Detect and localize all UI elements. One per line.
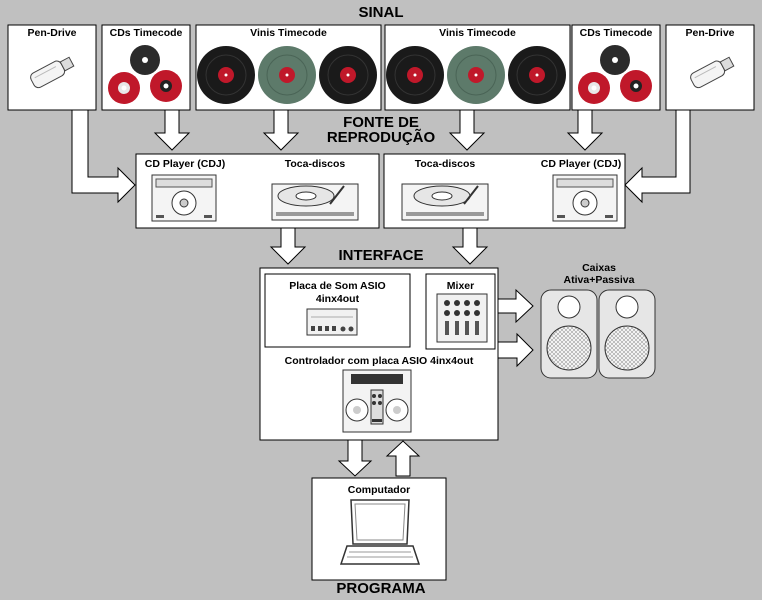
stage-title-interface: INTERFACE bbox=[338, 247, 424, 264]
arrow-pendrive-right-to-cdj bbox=[624, 109, 691, 204]
label-computer: Computador bbox=[347, 484, 411, 496]
program-section bbox=[311, 477, 447, 581]
playback-sources bbox=[135, 153, 626, 229]
stage-title-signal: SINAL bbox=[358, 4, 404, 21]
arrow-mixer-to-speakers bbox=[494, 288, 534, 324]
label-vinyls-timecode-right: Vinis Timecode bbox=[439, 27, 516, 39]
turntable-left-icon bbox=[271, 183, 359, 221]
label-controller: Controlador com placa ASIO 4inx4out bbox=[284, 355, 474, 367]
speakers-icon bbox=[540, 289, 656, 379]
arrow-source-right-to-interface bbox=[451, 227, 489, 265]
arrow-interface-to-computer bbox=[337, 439, 373, 477]
label-pendrive-left: Pen-Drive bbox=[27, 27, 77, 39]
arrow-pendrive-left-to-cdj bbox=[71, 109, 136, 204]
cd-player-right-icon bbox=[552, 174, 618, 222]
cd-timecode-right-icon bbox=[578, 45, 652, 104]
mixer-icon bbox=[436, 293, 488, 343]
stage-title-source: FONTE DE REPRODUÇÃO bbox=[311, 115, 451, 145]
label-soundcard-line2: 4inx4out bbox=[315, 293, 360, 305]
label-cds-timecode-right: CDs Timecode bbox=[579, 27, 653, 39]
arrow-computer-to-interface bbox=[385, 440, 421, 477]
pendrive-left-box bbox=[7, 24, 97, 111]
pendrive-right-icon bbox=[690, 56, 735, 89]
flow-arrows bbox=[71, 109, 691, 477]
arrow-cds-left-down bbox=[153, 109, 191, 151]
laptop-icon bbox=[339, 499, 421, 565]
stage-title-program: PROGRAMA bbox=[336, 580, 426, 597]
interface-section bbox=[259, 267, 499, 441]
label-cd-player-right: CD Player (CDJ) bbox=[540, 158, 622, 170]
vinyl-timecode-right-icon bbox=[386, 46, 566, 104]
vinyl-timecode-left-icon bbox=[197, 46, 377, 104]
controller-icon bbox=[342, 369, 412, 433]
label-speakers-line2: Ativa+Passiva bbox=[563, 274, 635, 286]
stage-title-source-line1: FONTE DE bbox=[343, 114, 419, 131]
label-turntable-right: Toca-discos bbox=[414, 158, 476, 170]
label-soundcard: Placa de Som ASIO 4inx4out bbox=[265, 280, 410, 306]
cd-timecode-left-icon bbox=[108, 45, 182, 104]
cd-player-left-icon bbox=[151, 174, 217, 222]
label-cd-player-left: CD Player (CDJ) bbox=[144, 158, 226, 170]
label-pendrive-right: Pen-Drive bbox=[685, 27, 735, 39]
soundcard-icon bbox=[306, 308, 358, 336]
arrow-cds-right-down bbox=[566, 109, 604, 151]
label-turntable-left: Toca-discos bbox=[284, 158, 346, 170]
turntable-right-icon bbox=[401, 183, 489, 221]
arrow-vinyls-right-down bbox=[448, 109, 486, 151]
label-speakers: Caixas Ativa+Passiva bbox=[540, 262, 658, 286]
label-mixer: Mixer bbox=[446, 280, 475, 292]
arrow-vinyls-left-down bbox=[262, 109, 300, 151]
label-cds-timecode-left: CDs Timecode bbox=[109, 27, 183, 39]
pendrive-left-icon bbox=[30, 56, 75, 89]
arrow-controller-to-speakers bbox=[497, 332, 534, 368]
arrow-source-left-to-interface bbox=[269, 227, 307, 265]
label-vinyls-timecode-left: Vinis Timecode bbox=[250, 27, 327, 39]
label-speakers-line1: Caixas bbox=[582, 262, 616, 274]
label-soundcard-line1: Placa de Som ASIO bbox=[289, 280, 386, 292]
stage-title-source-line2: REPRODUÇÃO bbox=[326, 129, 436, 146]
signal-sources bbox=[7, 24, 755, 111]
